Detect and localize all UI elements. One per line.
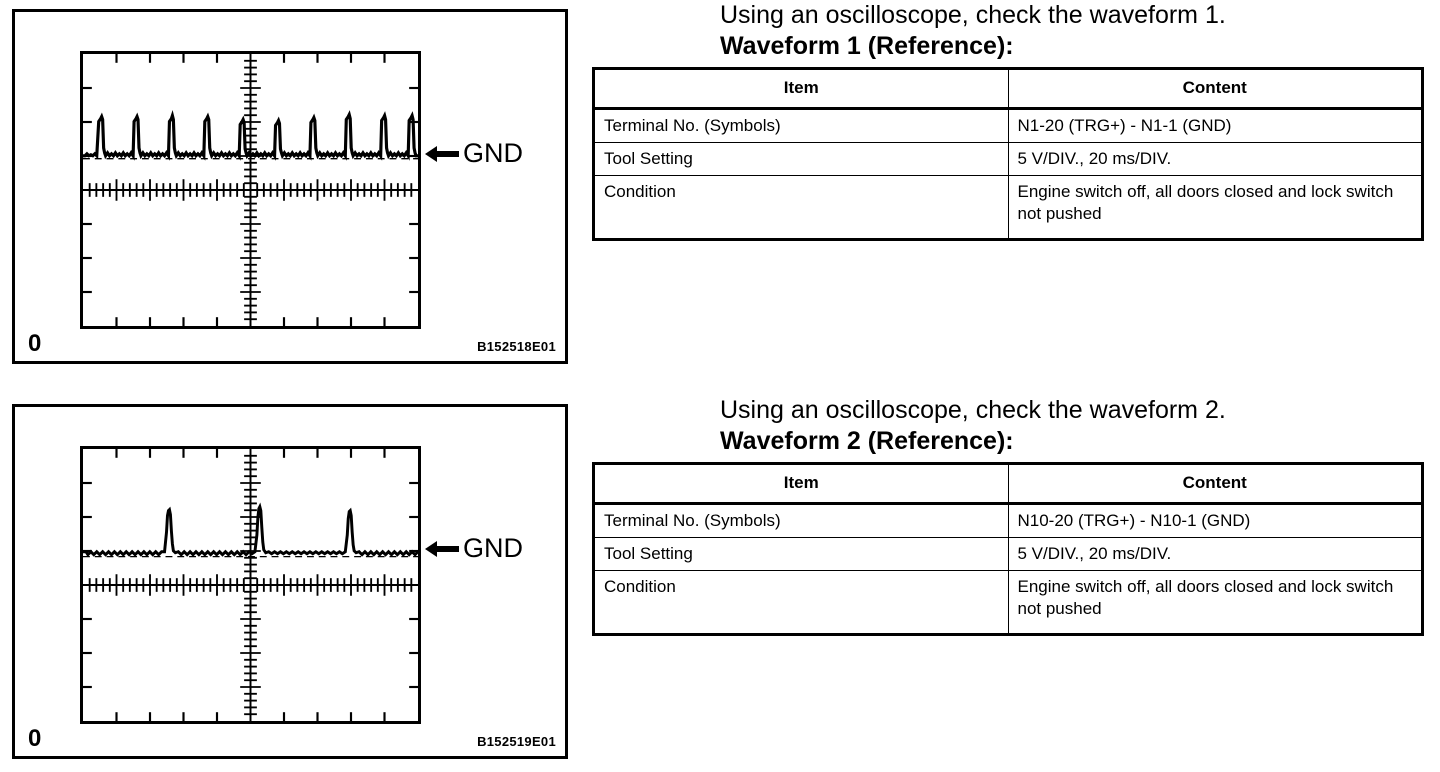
table-row: Tool Setting 5 V/DIV., 20 ms/DIV. (592, 142, 1424, 176)
waveform-trace-1 (83, 110, 418, 161)
cell-item-terminal-no: Terminal No. (Symbols) (592, 502, 1009, 538)
gnd-callout-2: GND (425, 535, 523, 562)
figure-zero-mark-1: 0 (28, 330, 42, 357)
cell-item-condition: Condition (592, 570, 1009, 636)
center-axis-y-1 (240, 54, 261, 326)
table-row: Terminal No. (Symbols) N10-20 (TRG+) - N… (592, 502, 1424, 538)
table-row: Condition Engine switch off, all doors c… (592, 570, 1424, 636)
figure-zero-mark-2: 0 (28, 725, 42, 752)
scope-trace-1 (83, 54, 418, 326)
waveform-subtitle-1: Waveform 1 (Reference): (720, 32, 1014, 60)
frame-ticks-x-2 (115, 449, 386, 721)
waveform-table-2: Item Content Terminal No. (Symbols) N10-… (592, 462, 1424, 636)
instruction-text-2: Using an oscilloscope, check the wavefor… (720, 396, 1226, 424)
table-header-row: Item Content (592, 462, 1424, 504)
scope-trace-2 (83, 449, 418, 721)
oscilloscope-figure-2: GND 0 B152519E01 (12, 404, 568, 759)
figure-code-1: B152518E01 (477, 339, 556, 354)
oscilloscope-figure-1: GND 0 B152518E01 (12, 9, 568, 364)
waveform-block-2: Using an oscilloscope, check the wavefor… (592, 395, 1432, 636)
column-header-item: Item (592, 462, 1009, 504)
cell-item-tool-setting: Tool Setting (592, 142, 1009, 176)
column-header-item: Item (592, 67, 1009, 109)
table-row: Tool Setting 5 V/DIV., 20 ms/DIV. (592, 537, 1424, 571)
instruction-text-1: Using an oscilloscope, check the wavefor… (720, 1, 1226, 29)
waveform-block-1: Using an oscilloscope, check the wavefor… (592, 0, 1432, 241)
cell-content-terminal-no: N1-20 (TRG+) - N1-1 (GND) (1007, 107, 1424, 143)
left-arrow-icon (425, 145, 459, 162)
gnd-label: GND (463, 533, 523, 563)
column-header-content: Content (1007, 67, 1424, 109)
gnd-label: GND (463, 138, 523, 168)
gnd-callout-1: GND (425, 140, 523, 167)
waveform-subtitle-2: Waveform 2 (Reference): (720, 427, 1014, 455)
table-row: Condition Engine switch off, all doors c… (592, 175, 1424, 241)
frame-ticks-x-1 (115, 54, 386, 326)
cell-item-condition: Condition (592, 175, 1009, 241)
scope-screen-1 (80, 51, 421, 329)
waveform-table-1: Item Content Terminal No. (Symbols) N1-2… (592, 67, 1424, 241)
table-row: Terminal No. (Symbols) N1-20 (TRG+) - N1… (592, 107, 1424, 143)
waveform-trace-2 (83, 502, 418, 557)
cell-content-terminal-no: N10-20 (TRG+) - N10-1 (GND) (1007, 502, 1424, 538)
column-header-content: Content (1007, 462, 1424, 504)
frame-ticks-y-2 (83, 481, 418, 689)
cell-content-condition: Engine switch off, all doors closed and … (1007, 175, 1424, 241)
cell-item-terminal-no: Terminal No. (Symbols) (592, 107, 1009, 143)
scope-screen-2 (80, 446, 421, 724)
cell-item-tool-setting: Tool Setting (592, 537, 1009, 571)
left-arrow-icon (425, 540, 459, 557)
table-header-row: Item Content (592, 67, 1424, 109)
cell-content-tool-setting: 5 V/DIV., 20 ms/DIV. (1007, 142, 1424, 176)
cell-content-condition: Engine switch off, all doors closed and … (1007, 570, 1424, 636)
cell-content-tool-setting: 5 V/DIV., 20 ms/DIV. (1007, 537, 1424, 571)
figure-code-2: B152519E01 (477, 734, 556, 749)
center-axis-y-2 (240, 449, 261, 721)
